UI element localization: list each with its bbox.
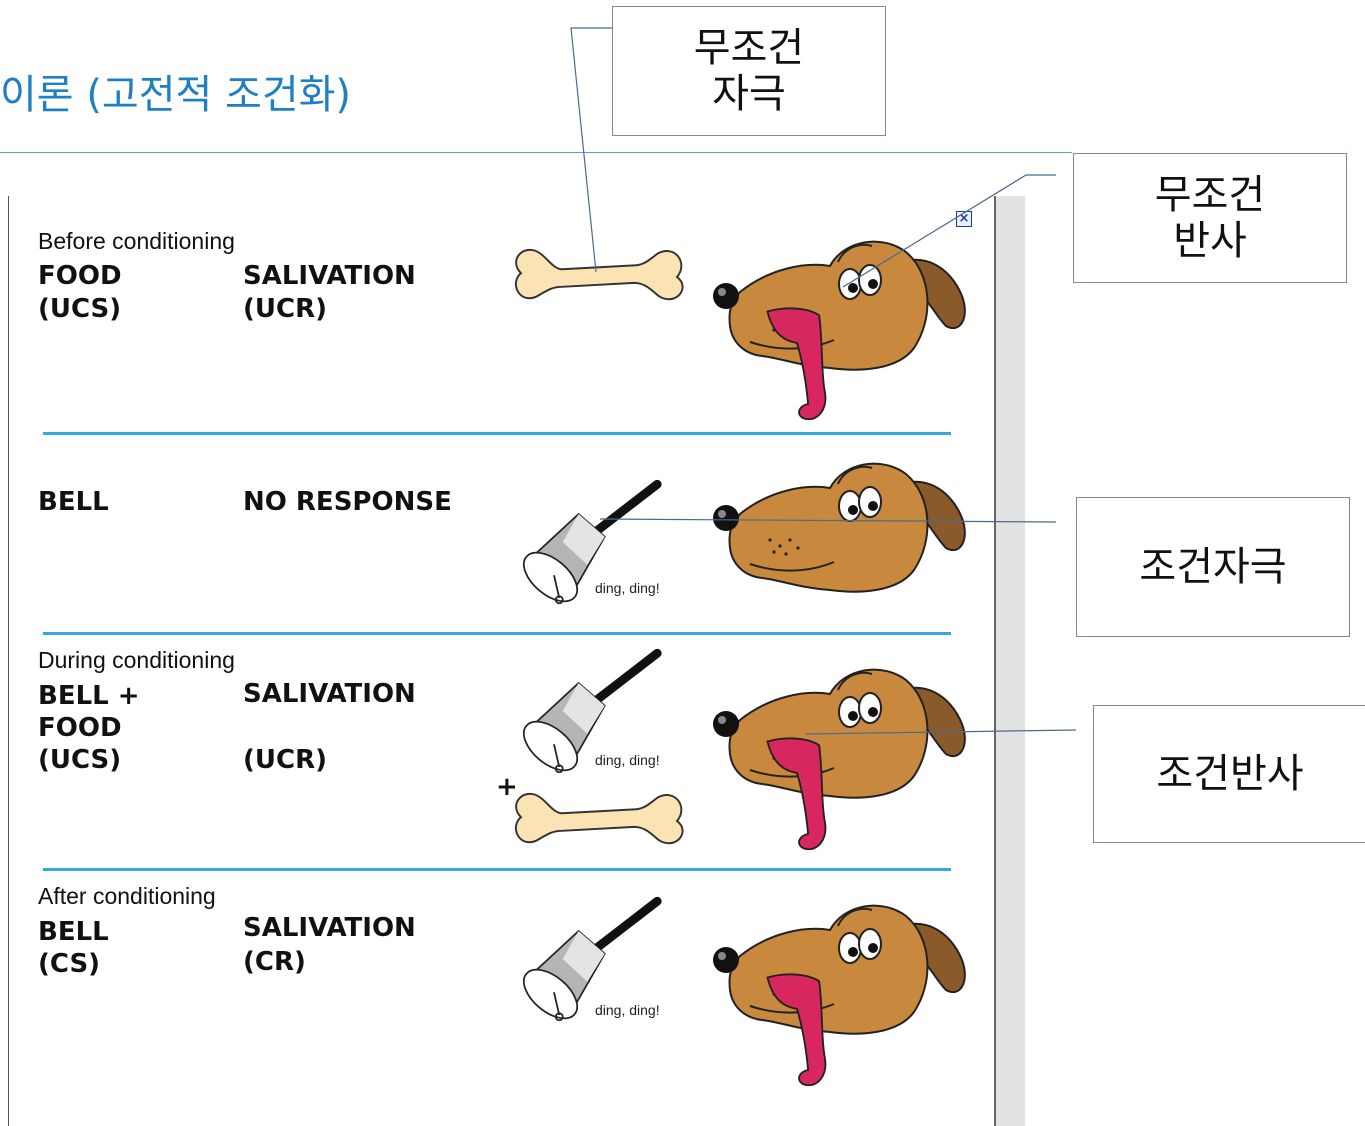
term-food: FOOD	[38, 713, 122, 743]
term-food: FOOD	[38, 261, 122, 291]
term-salivation: SALIVATION	[243, 679, 416, 709]
sound-label: ding, ding!	[595, 1002, 660, 1018]
term-bell: BELL	[38, 487, 109, 517]
callout-conditioned-stimulus: 조건자극	[1076, 497, 1350, 637]
term-salivation: SALIVATION	[243, 913, 416, 943]
slide-title: 이론 (고전적 조건화)	[0, 72, 352, 118]
section-divider	[43, 432, 951, 435]
tongue-image	[747, 972, 847, 1092]
term-ucr: (UCR)	[243, 745, 327, 775]
term-bell-plus: BELL +	[38, 681, 140, 711]
bell-icon	[511, 479, 681, 619]
figure-panel: × Before conditioning FOOD (UCS) SALIVAT…	[8, 196, 996, 1126]
callout-conditioned-response: 조건반사	[1093, 705, 1365, 843]
dog-head-image	[709, 444, 971, 644]
callout-text: 반사	[1173, 218, 1247, 264]
sound-label: ding, ding!	[595, 580, 660, 596]
term-cs: (CS)	[38, 949, 101, 979]
tongue-image	[747, 736, 847, 856]
section-heading-during: During conditioning	[38, 647, 235, 673]
section-divider	[43, 868, 951, 871]
section-divider	[43, 632, 951, 635]
term-ucr: (UCR)	[243, 294, 327, 324]
callout-text: 자극	[712, 71, 786, 117]
bone-image	[511, 240, 687, 318]
plus-sign: +	[496, 772, 518, 802]
term-ucs: (UCS)	[38, 745, 122, 775]
bone-image	[511, 784, 687, 862]
sound-label: ding, ding!	[595, 752, 660, 768]
title-divider	[0, 152, 1072, 153]
term-ucs: (UCS)	[38, 294, 122, 324]
term-bell: BELL	[38, 917, 109, 947]
section-heading-after: After conditioning	[38, 883, 216, 909]
section-heading-before: Before conditioning	[38, 228, 235, 254]
term-salivation: SALIVATION	[243, 261, 416, 291]
term-cr: (CR)	[243, 947, 306, 977]
tongue-image	[747, 306, 847, 426]
callout-text: 무조건	[693, 25, 805, 71]
term-no-response: NO RESPONSE	[243, 487, 452, 517]
callout-text: 무조건	[1154, 172, 1266, 218]
